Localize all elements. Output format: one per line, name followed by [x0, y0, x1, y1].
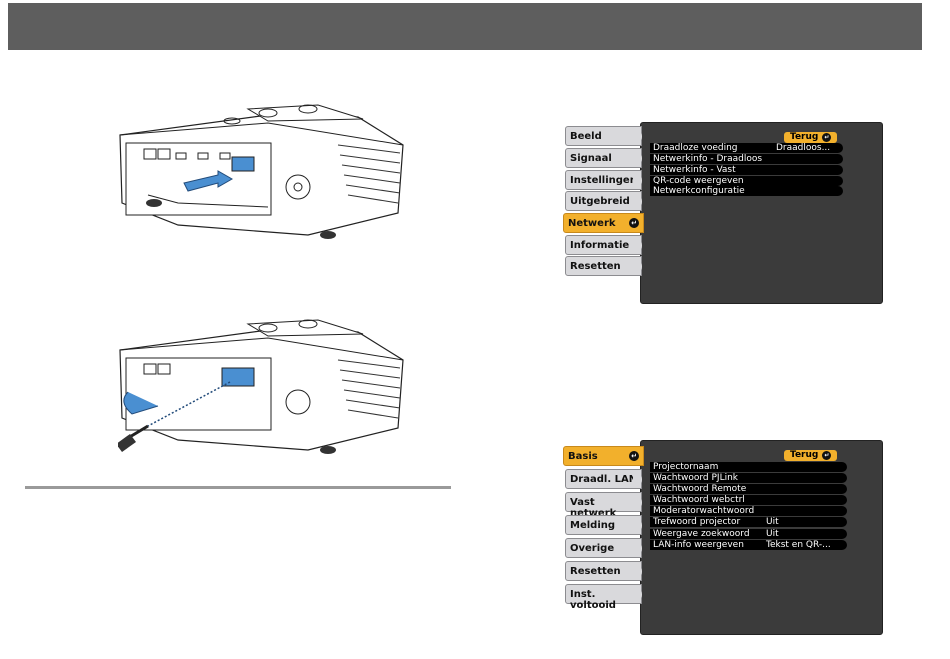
projector-illustration: [119, 104, 404, 239]
menu-item-wachtwoord-webctrl[interactable]: Wachtwoord webctrl: [650, 495, 847, 505]
tab-basis[interactable]: Basis↵: [563, 446, 644, 466]
menu-item-wachtwoord-pjlink[interactable]: Wachtwoord PJLink: [650, 473, 847, 483]
tab-vast-netwerk[interactable]: Vast netwerk: [565, 492, 642, 519]
enter-icon: ↵: [822, 133, 832, 142]
tab-uitgebreid[interactable]: Uitgebreid: [565, 191, 642, 211]
enter-icon: ↵: [629, 451, 639, 461]
back-button-2[interactable]: Terug↵: [784, 450, 838, 461]
back-button[interactable]: Terug↵: [784, 132, 838, 143]
menu-item-netwerkinfo-draadloos[interactable]: Netwerkinfo - Draadloos: [650, 154, 843, 164]
menu-item-qr-code[interactable]: QR-code weergeven: [650, 176, 843, 186]
menu-item-netwerkinfo-vast[interactable]: Netwerkinfo - Vast: [650, 165, 843, 175]
tab-netwerk[interactable]: Netwerk↵: [563, 213, 644, 233]
tab-informatie[interactable]: Informatie: [565, 235, 642, 255]
menu-item-projectornaam[interactable]: Projectornaam: [650, 462, 847, 472]
header-bar: [8, 3, 922, 50]
menu-item-moderatorwachtwoord[interactable]: Moderatorwachtwoord: [650, 506, 847, 516]
tab-resetten[interactable]: Resetten: [565, 256, 642, 276]
tab-signaal[interactable]: Signaal: [565, 148, 642, 168]
tab-melding[interactable]: Melding: [565, 515, 642, 535]
enter-icon: ↵: [629, 218, 639, 228]
tab-resetten-2[interactable]: Resetten: [565, 561, 642, 581]
tab-draadl-lan[interactable]: Draadl. LAN: [565, 469, 642, 489]
menu-item-wachtwoord-remote[interactable]: Wachtwoord Remote: [650, 484, 847, 494]
enter-icon: ↵: [822, 451, 832, 460]
screwdriver-illustration: [118, 319, 404, 454]
section-rule: [25, 486, 451, 489]
menu-item-netwerkconfiguratie[interactable]: Netwerkconfiguratie: [650, 186, 843, 196]
tab-instellingen[interactable]: Instellingen: [565, 170, 642, 190]
tab-overige[interactable]: Overige: [565, 538, 642, 558]
tab-beeld[interactable]: Beeld: [565, 126, 642, 146]
tab-inst-voltooid[interactable]: Inst. voltooid: [565, 584, 642, 611]
